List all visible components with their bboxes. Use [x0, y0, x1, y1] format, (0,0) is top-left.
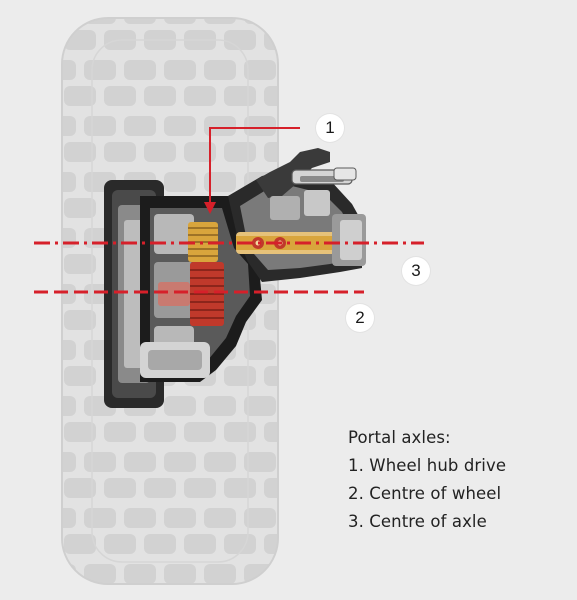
- legend: Portal axles: 1. Wheel hub drive 2. Cent…: [348, 424, 568, 536]
- hub-drive-leader-line: [209, 127, 300, 206]
- callout-centre-of-axle: 3: [402, 257, 430, 285]
- legend-heading: Portal axles:: [348, 428, 451, 447]
- legend-item-centre-of-axle: 3. Centre of axle: [348, 512, 487, 531]
- callout-centre-of-wheel: 2: [346, 304, 374, 332]
- suspension-bracket: [256, 148, 357, 220]
- lower-gear: [158, 262, 224, 326]
- legend-item-wheel-hub-drive: 1. Wheel hub drive: [348, 456, 507, 475]
- callout-wheel-hub-drive: 1: [316, 114, 344, 142]
- hub-drive-arrowhead: [204, 202, 216, 214]
- legend-item-centre-of-wheel: 2. Centre of wheel: [348, 484, 502, 503]
